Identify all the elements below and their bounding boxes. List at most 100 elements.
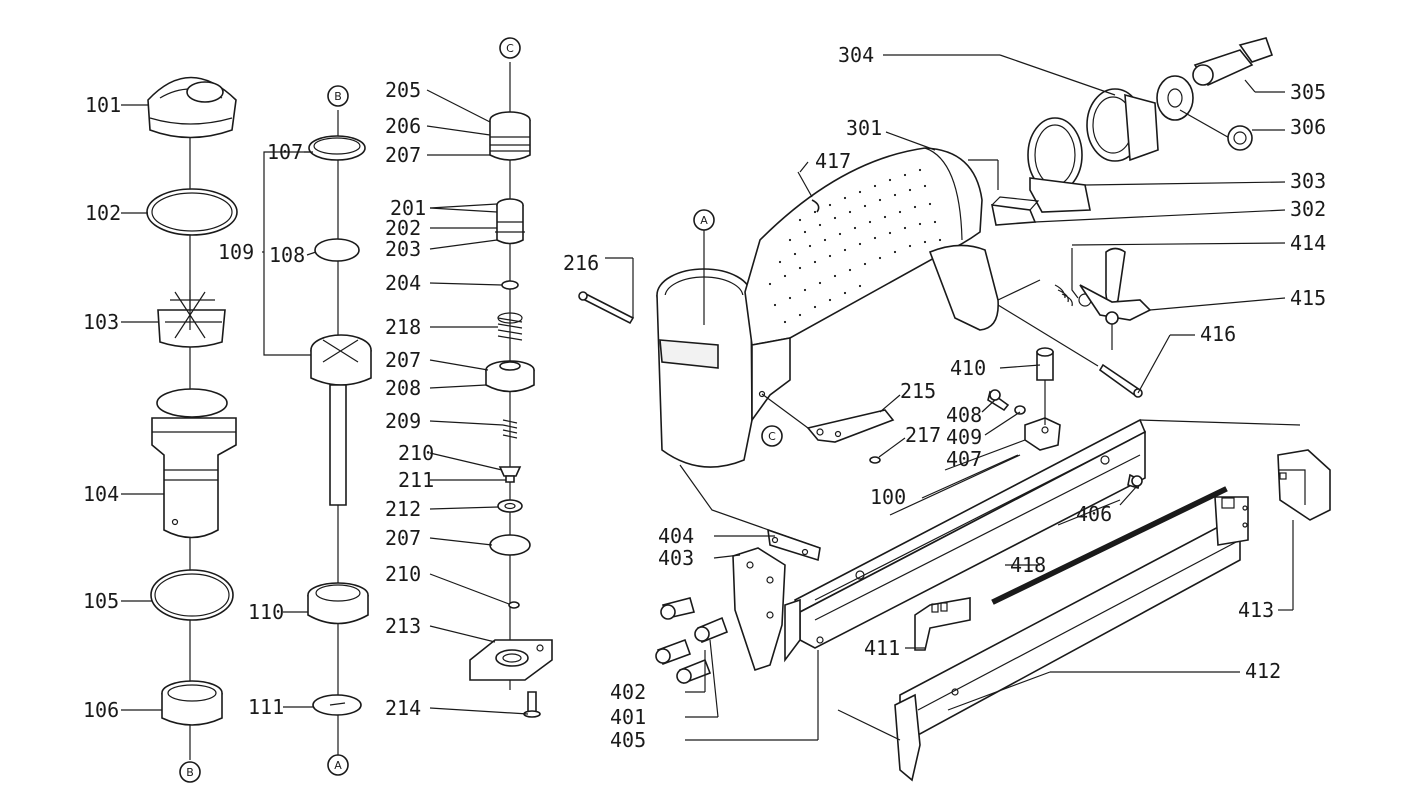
label-216: 216 <box>563 251 599 275</box>
label-414: 414 <box>1290 231 1326 255</box>
trigger-valve-column <box>426 62 553 718</box>
label-205: 205 <box>385 78 421 102</box>
label-409: 409 <box>946 425 982 449</box>
part-212-washer <box>497 499 523 513</box>
label-210-top: 210 <box>398 441 434 465</box>
part-109-piston-driver <box>310 334 372 506</box>
connector-b-top-label: B <box>334 90 342 103</box>
label-418: 418 <box>1010 553 1046 577</box>
label-410: 410 <box>950 356 986 380</box>
part-407-guide-block <box>1024 417 1061 451</box>
part-214-screw <box>523 691 541 718</box>
part-103-deflector <box>157 290 226 348</box>
label-212: 212 <box>385 497 421 521</box>
label-207-top: 207 <box>385 143 421 167</box>
part-412-magazine-channel <box>894 496 1249 782</box>
part-408-screw <box>987 389 1010 412</box>
screws-401-402 <box>655 597 729 685</box>
part-213-valve-cap <box>469 639 553 681</box>
part-209-spring <box>502 419 518 439</box>
label-214: 214 <box>385 696 421 720</box>
part-406-screw <box>1127 473 1143 490</box>
label-417: 417 <box>815 149 851 173</box>
label-407: 407 <box>946 447 982 471</box>
label-405: 405 <box>610 728 646 752</box>
part-102-o-ring <box>146 188 238 236</box>
part-100-magazine-rail <box>784 418 1147 663</box>
label-303: 303 <box>1290 169 1326 193</box>
part-216-pin <box>578 257 635 325</box>
label-218: 218 <box>385 315 421 339</box>
connector-a-top: A <box>693 209 715 297</box>
label-415: 415 <box>1290 286 1326 310</box>
connector-c-body: C <box>761 425 783 447</box>
connector-a-bottom-label: A <box>334 759 342 772</box>
label-108: 108 <box>269 243 305 267</box>
label-207-mid: 207 <box>385 348 421 372</box>
label-404: 404 <box>658 524 694 548</box>
label-302: 302 <box>1290 197 1326 221</box>
part-108-o-ring <box>314 238 360 262</box>
part-110-bumper <box>307 582 369 625</box>
part-104-cylinder <box>151 388 237 539</box>
part-411-pusher <box>914 597 971 651</box>
part-208-valve-housing <box>485 360 535 393</box>
label-406: 406 <box>1076 502 1112 526</box>
label-101: 101 <box>85 93 121 117</box>
part-201-valve-stem <box>495 198 525 245</box>
label-110: 110 <box>248 600 284 624</box>
label-207-low: 207 <box>385 526 421 550</box>
label-412: 412 <box>1245 659 1281 683</box>
part-409-washer <box>1014 405 1026 415</box>
connector-b-bottom-label: B <box>186 766 194 779</box>
label-208: 208 <box>385 376 421 400</box>
label-204: 204 <box>385 271 421 295</box>
label-201: 201 <box>390 196 426 220</box>
air-inlet-assembly <box>883 37 1286 226</box>
part-204-seal <box>501 280 519 290</box>
part-305-air-fitting <box>1192 37 1274 87</box>
label-213: 213 <box>385 614 421 638</box>
part-218-spring <box>497 312 523 341</box>
part-107-o-ring <box>308 135 366 161</box>
part-410-bolt <box>1036 347 1054 425</box>
part-413-end-cap <box>1277 449 1331 611</box>
label-202: 202 <box>385 216 421 240</box>
cylinder-cap-column <box>121 76 238 760</box>
part-210-small-seal <box>508 601 520 609</box>
part-306-dust-cap <box>1179 109 1253 151</box>
part-205-valve-sleeve <box>489 111 531 161</box>
label-217: 217 <box>905 423 941 447</box>
piston-driver-column <box>262 110 372 755</box>
label-304: 304 <box>838 43 874 67</box>
grip-texture <box>768 168 942 324</box>
label-210-low: 210 <box>385 562 421 586</box>
label-401: 401 <box>610 705 646 729</box>
label-402: 402 <box>610 680 646 704</box>
label-301: 301 <box>846 116 882 140</box>
part-403-bracket-plate <box>732 547 786 672</box>
part-106-bumper <box>161 680 223 726</box>
connector-c-top-label: C <box>506 42 514 55</box>
part-416-pin <box>1098 334 1195 398</box>
label-215: 215 <box>900 379 936 403</box>
label-105: 105 <box>83 589 119 613</box>
part-labels: 101 102 103 104 105 106 107 108 109 110 … <box>83 43 1326 752</box>
label-408: 408 <box>946 403 982 427</box>
part-217-screw <box>869 437 906 464</box>
part-418-pusher-spring <box>991 486 1228 605</box>
part-gasket <box>1156 75 1194 121</box>
label-109: 109 <box>218 240 254 264</box>
connector-b-bottom: B <box>179 761 201 783</box>
part-303-end-cap-bracket <box>1027 117 1091 213</box>
label-209: 209 <box>385 409 421 433</box>
part-302-filter <box>990 196 1040 226</box>
label-413: 413 <box>1238 598 1274 622</box>
part-417-clip <box>797 161 820 213</box>
part-105-o-ring <box>150 569 234 621</box>
main-housing <box>656 147 999 549</box>
label-411: 411 <box>864 636 900 660</box>
label-403: 403 <box>658 546 694 570</box>
connector-a-top-label: A <box>700 214 708 227</box>
